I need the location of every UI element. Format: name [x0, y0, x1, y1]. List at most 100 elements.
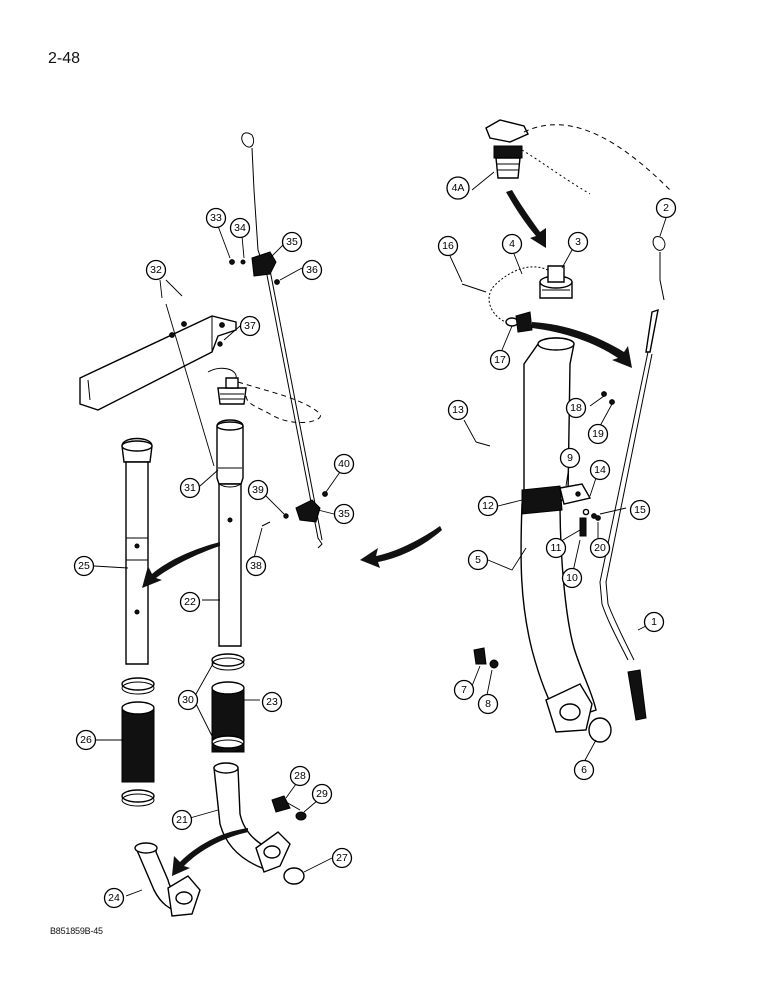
- svg-text:11: 11: [551, 542, 562, 554]
- callout-16: 16: [437, 235, 459, 257]
- svg-text:25: 25: [78, 560, 90, 572]
- callout-28: 28: [289, 765, 311, 787]
- callout-2: 2: [655, 197, 677, 219]
- svg-text:20: 20: [594, 542, 606, 554]
- callout-8: 8: [477, 693, 499, 715]
- svg-text:14: 14: [594, 464, 606, 476]
- callout-20: 20: [589, 537, 611, 559]
- callout-32: 32: [145, 259, 167, 281]
- callout-37: 37: [239, 315, 261, 337]
- callout-38: 38: [245, 555, 267, 577]
- svg-text:16: 16: [442, 240, 454, 252]
- svg-text:3: 3: [575, 236, 581, 248]
- leader-lines: [93, 171, 667, 897]
- cap-4a: [485, 119, 671, 248]
- hose-and-clamps-left: [121, 653, 245, 807]
- svg-text:19: 19: [592, 428, 604, 440]
- callout-17: 17: [489, 349, 511, 371]
- svg-text:36: 36: [306, 264, 318, 276]
- svg-text:39: 39: [252, 484, 264, 496]
- callout-9: 9: [559, 447, 581, 469]
- svg-text:13: 13: [452, 404, 464, 416]
- svg-text:35: 35: [286, 236, 298, 248]
- callout-15: 15: [629, 499, 651, 521]
- hardware-right: [473, 391, 615, 669]
- svg-text:8: 8: [485, 698, 491, 710]
- svg-text:9: 9: [567, 452, 573, 464]
- callout-22: 22: [179, 591, 201, 613]
- callout-25: 25: [73, 555, 95, 577]
- svg-text:32: 32: [150, 264, 162, 276]
- svg-text:7: 7: [461, 684, 467, 696]
- transition-arrow-lower: [172, 828, 248, 876]
- elbow-24: [134, 842, 201, 917]
- left-cap: [207, 367, 321, 423]
- svg-text:24: 24: [108, 892, 120, 904]
- svg-text:33: 33: [210, 212, 222, 224]
- callout-40: 40: [333, 453, 355, 475]
- svg-text:21: 21: [176, 814, 188, 826]
- svg-text:15: 15: [634, 504, 646, 516]
- callout-6: 6: [573, 759, 595, 781]
- callout-12: 12: [477, 495, 499, 517]
- transition-arrow-center: [360, 526, 442, 568]
- callout-4a: 4A: [446, 176, 470, 200]
- callout-21: 21: [171, 809, 193, 831]
- svg-text:5: 5: [475, 554, 481, 566]
- clip-lower: [261, 491, 328, 527]
- svg-text:34: 34: [234, 222, 246, 234]
- svg-text:27: 27: [336, 852, 348, 864]
- tube-5: [520, 337, 612, 743]
- svg-text:2: 2: [663, 202, 669, 214]
- svg-text:29: 29: [316, 788, 328, 800]
- callout-13: 13: [447, 399, 469, 421]
- svg-text:10: 10: [566, 572, 578, 584]
- right-dipstick: [599, 236, 666, 721]
- callout-33: 33: [205, 207, 227, 229]
- callout-31: 31: [179, 477, 201, 499]
- callout-27: 27: [331, 847, 353, 869]
- svg-text:22: 22: [184, 596, 196, 608]
- callout-18: 18: [565, 397, 587, 419]
- callout-30: 30: [177, 689, 199, 711]
- callout-19: 19: [587, 423, 609, 445]
- callout-35-top: 35: [281, 231, 303, 253]
- cap-3-chain: [461, 265, 632, 368]
- svg-text:37: 37: [244, 320, 256, 332]
- drawing-code: B851859B-45: [50, 926, 103, 936]
- callout-5: 5: [467, 549, 489, 571]
- svg-text:18: 18: [570, 402, 582, 414]
- tube-25: [121, 437, 153, 665]
- svg-text:38: 38: [250, 560, 262, 572]
- svg-text:40: 40: [338, 458, 350, 470]
- tube-22: [216, 419, 244, 647]
- svg-text:12: 12: [482, 500, 494, 512]
- svg-text:35: 35: [338, 508, 350, 520]
- svg-text:23: 23: [266, 696, 278, 708]
- callout-11: 11: [545, 537, 567, 559]
- callout-35-lower: 35: [333, 503, 355, 525]
- bolt-and-washer: [271, 795, 307, 885]
- svg-text:26: 26: [80, 734, 92, 746]
- callout-14: 14: [589, 459, 611, 481]
- callout-24: 24: [103, 887, 125, 909]
- callout-10: 10: [561, 567, 583, 589]
- callout-4: 4: [501, 233, 523, 255]
- elbow-21: [213, 762, 291, 873]
- callout-34: 34: [229, 217, 251, 239]
- page-number: 2-48: [48, 50, 81, 67]
- svg-text:17: 17: [494, 354, 506, 366]
- callout-3: 3: [567, 231, 589, 253]
- callout-26: 26: [75, 729, 97, 751]
- svg-text:4A: 4A: [452, 182, 465, 194]
- svg-text:31: 31: [184, 482, 196, 494]
- callout-7: 7: [453, 679, 475, 701]
- svg-text:28: 28: [294, 770, 306, 782]
- callout-1: 1: [643, 611, 665, 633]
- svg-text:6: 6: [581, 764, 587, 776]
- callout-36: 36: [301, 259, 323, 281]
- callout-39: 39: [247, 479, 269, 501]
- svg-text:4: 4: [509, 238, 515, 250]
- callout-29: 29: [311, 783, 333, 805]
